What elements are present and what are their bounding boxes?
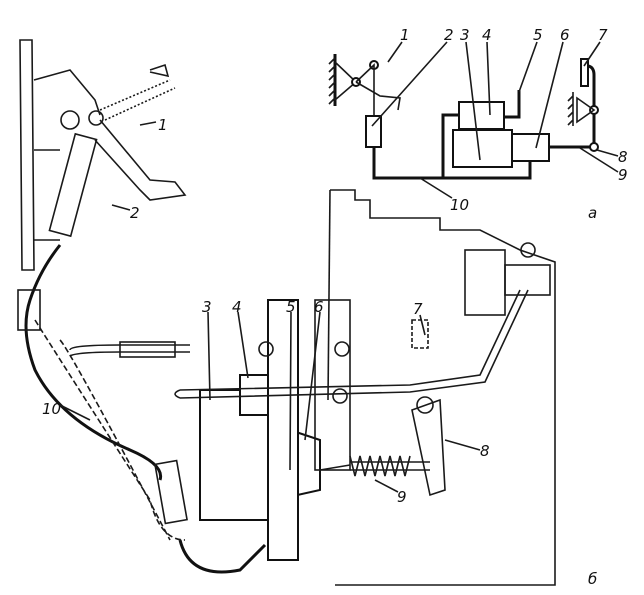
label-b-5: 5 xyxy=(286,298,296,316)
spring-hook xyxy=(149,63,170,78)
clutch-shaft xyxy=(504,264,551,296)
release-bearing-7 xyxy=(411,319,429,349)
release-bearing-7 xyxy=(580,58,589,87)
hose-connector xyxy=(154,459,188,525)
bolt xyxy=(332,388,348,404)
schematic-a: 1 2 3 4 5 6 7 8 9 10 а xyxy=(328,26,628,222)
wall-hatch-right xyxy=(567,92,574,126)
pedal-pivot-main xyxy=(60,110,80,130)
label-b-4: 4 xyxy=(232,298,242,316)
lever-joint xyxy=(589,142,599,152)
label-b-3: 3 xyxy=(202,298,212,316)
bracket-arms xyxy=(33,69,101,241)
label-b-7: 7 xyxy=(413,300,423,318)
hidden-pipe xyxy=(34,319,186,541)
label-b-10: 10 xyxy=(42,400,61,418)
clutch-housing-cylinder xyxy=(464,249,506,316)
booster-box-3 xyxy=(452,129,513,168)
shaft-joint xyxy=(520,242,536,258)
label-9: 9 xyxy=(618,166,628,184)
label-6: 6 xyxy=(560,26,570,44)
pipe-fitting xyxy=(119,341,176,358)
label-b-6: 6 xyxy=(314,298,324,316)
label-b-9: 9 xyxy=(397,488,407,506)
air-line-5 xyxy=(504,90,521,119)
label-b-1: 1 xyxy=(158,116,168,134)
pedal-bracket xyxy=(19,39,35,271)
return-spring xyxy=(99,79,176,121)
master-cylinder-box xyxy=(365,115,382,148)
label-3: 3 xyxy=(460,26,470,44)
fork-lever-8 xyxy=(587,64,596,143)
air-pipe-5 xyxy=(174,289,529,399)
fork-lever-8 xyxy=(411,398,446,497)
mounting-plate xyxy=(267,299,299,561)
label-8: 8 xyxy=(618,148,628,166)
bolt xyxy=(334,341,350,357)
leader-lines-b xyxy=(59,121,481,493)
label-b-2: 2 xyxy=(130,204,140,222)
lever-pivot xyxy=(416,396,434,414)
spring-9 xyxy=(349,455,411,477)
pedal-joint xyxy=(88,110,104,126)
label-7: 7 xyxy=(598,26,608,44)
housing-edge xyxy=(327,189,331,401)
hose-fitting xyxy=(17,289,41,331)
caption-b: б xyxy=(588,570,597,588)
hose-10 xyxy=(24,244,163,481)
cylinder-box-6 xyxy=(511,133,550,162)
caption-a: а xyxy=(588,204,597,222)
label-2: 2 xyxy=(444,26,454,44)
label-1: 1 xyxy=(400,26,410,44)
hydraulic-line xyxy=(372,113,532,180)
bolt xyxy=(258,341,274,357)
pedal-lever xyxy=(355,63,401,116)
pipe-upper xyxy=(69,344,190,357)
label-10: 10 xyxy=(450,196,469,214)
pivot-support xyxy=(576,96,596,124)
label-b-8: 8 xyxy=(480,442,490,460)
label-5: 5 xyxy=(533,26,543,44)
plate-right xyxy=(314,299,351,471)
push-rod-9 xyxy=(319,461,430,471)
valve-box-4 xyxy=(458,101,505,130)
assembly-b: 1 2 3 4 5 6 7 8 9 10 б xyxy=(17,39,597,588)
clutch-pedal xyxy=(94,119,187,201)
master-cylinder xyxy=(48,132,98,238)
hose-lower xyxy=(178,539,267,574)
leader-lines xyxy=(371,41,619,199)
gearbox-outline xyxy=(330,189,556,586)
label-4: 4 xyxy=(482,26,492,44)
